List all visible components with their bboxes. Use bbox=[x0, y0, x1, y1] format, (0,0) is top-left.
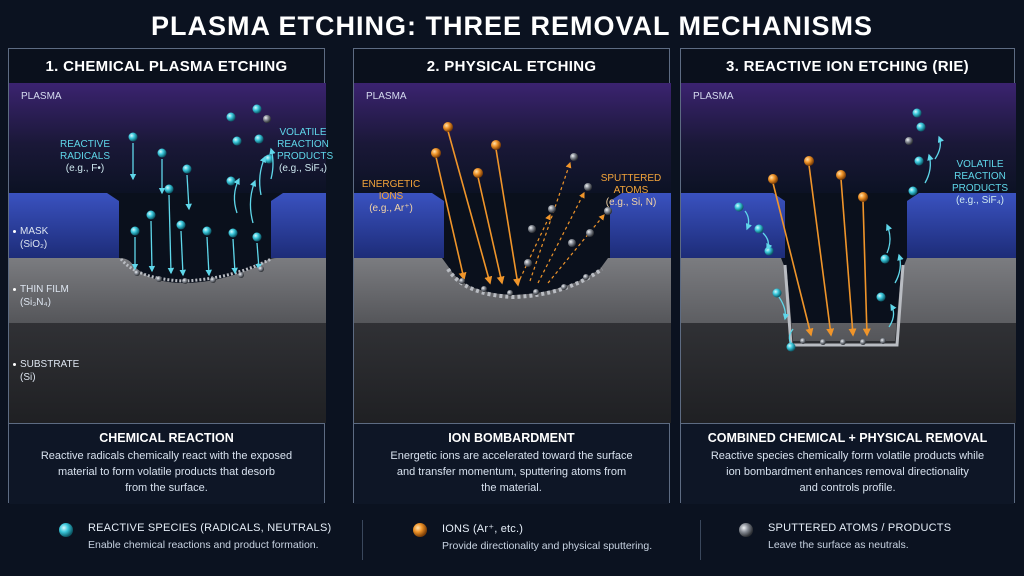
legend-name: REACTIVE SPECIES (RADICALS, NEUTRALS) bbox=[88, 522, 332, 534]
gray-sphere-icon bbox=[739, 523, 753, 537]
volatile-product-group bbox=[876, 108, 944, 328]
physical-etch-scene: PLASMA ENERGETIC IONS (e.g., Ar⁺) SPUTTE… bbox=[354, 83, 671, 469]
film-pointer-icon bbox=[13, 287, 16, 291]
reactive-radical-group bbox=[128, 132, 262, 277]
legend-reactive-species: REACTIVE SPECIES (RADICALS, NEUTRALS) En… bbox=[58, 512, 358, 568]
panel-chemical-etching: 1. CHEMICAL PLASMA ETCHING bbox=[8, 48, 333, 504]
panel-reactive-ion-etching: 3. REACTIVE ION ETCHING (RIE) bbox=[680, 48, 1016, 504]
energetic-ions-label: ENERGETIC IONS (e.g., Ar⁺) bbox=[361, 179, 421, 214]
substrate-pointer-icon bbox=[13, 362, 16, 366]
legend-name: IONS (Ar⁺, etc.) bbox=[442, 523, 524, 535]
legend-ions: IONS (Ar⁺, etc.) Provide directionality … bbox=[412, 512, 692, 568]
panel-title: 3. REACTIVE ION ETCHING (RIE) bbox=[726, 58, 969, 75]
plasma-label: PLASMA bbox=[693, 91, 734, 102]
legend-desc: Provide directionality and physical sput… bbox=[442, 540, 653, 552]
reactive-species-group bbox=[734, 202, 796, 352]
legend-desc: Enable chemical reactions and product fo… bbox=[88, 539, 319, 551]
legend-desc: Leave the surface as neutrals. bbox=[768, 539, 909, 551]
legend-separator bbox=[362, 520, 363, 560]
surface-particles bbox=[134, 266, 264, 284]
panel-title: 2. PHYSICAL ETCHING bbox=[426, 58, 597, 75]
sputtered-atoms-label: SPUTTERED ATOMS (e.g., Si, N) bbox=[600, 173, 662, 208]
volatile-product-group bbox=[226, 104, 276, 224]
volatile-products-label: VOLATILE REACTION PRODUCTS (e.g., SiF₄) bbox=[277, 127, 334, 174]
mask-layer-label: MASK(SiO₂) bbox=[13, 225, 48, 251]
mask-pointer-icon bbox=[13, 229, 16, 233]
plasma-label: PLASMA bbox=[366, 91, 407, 102]
legend-name: SPUTTERED ATOMS / PRODUCTS bbox=[768, 522, 952, 534]
rie-scene: PLASMA VOLATILE REACTION PRODUCTS (e.g.,… bbox=[681, 83, 1016, 469]
reactive-radicals-label: REACTIVE RADICALS (e.g., F•) bbox=[59, 139, 110, 174]
caption-physical: ION BOMBARDMENT Energetic ions are accel… bbox=[354, 423, 669, 504]
orange-sphere-icon bbox=[413, 523, 427, 537]
chemical-etch-scene: PLASMA REACTIVE RADICALS (e.g., F•) VOLA… bbox=[9, 83, 333, 469]
page-title: PLASMA ETCHING: THREE REMOVAL MECHANISMS bbox=[150, 11, 873, 41]
caption-heading: ION BOMBARDMENT bbox=[448, 431, 575, 445]
caption-body: Reactive species chemically form volatil… bbox=[710, 450, 985, 494]
ion-group bbox=[768, 156, 871, 337]
film-layer-label: THIN FILM(Si₃N₄) bbox=[13, 283, 69, 309]
surface-particles bbox=[800, 338, 886, 345]
caption-heading: CHEMICAL REACTION bbox=[99, 431, 234, 445]
substrate-layer-label: SUBSTRATE(Si) bbox=[13, 358, 79, 384]
cyan-sphere-icon bbox=[59, 523, 73, 537]
plasma-label: PLASMA bbox=[21, 91, 62, 102]
caption-heading: COMBINED CHEMICAL + PHYSICAL REMOVAL bbox=[707, 431, 988, 445]
caption-body: Energetic ions are accelerated toward th… bbox=[390, 450, 633, 494]
sputtered-atom-group bbox=[519, 153, 612, 284]
caption-rie: COMBINED CHEMICAL + PHYSICAL REMOVAL Rea… bbox=[681, 423, 1014, 504]
panel-title: 1. CHEMICAL PLASMA ETCHING bbox=[45, 58, 288, 75]
energetic-ion-group bbox=[431, 122, 521, 287]
panel-physical-etching: 2. PHYSICAL ETCHING bbox=[353, 48, 671, 504]
caption-body: Reactive radicals chemically react with … bbox=[40, 450, 293, 494]
caption-chemical: CHEMICAL REACTION Reactive radicals chem… bbox=[9, 423, 324, 504]
surface-particles bbox=[459, 274, 589, 296]
legend-sputtered-atoms: SPUTTERED ATOMS / PRODUCTS Leave the sur… bbox=[738, 512, 1008, 568]
volatile-products-label: VOLATILE REACTION PRODUCTS (e.g., SiF₄) bbox=[951, 159, 1009, 206]
legend-separator bbox=[700, 520, 701, 560]
